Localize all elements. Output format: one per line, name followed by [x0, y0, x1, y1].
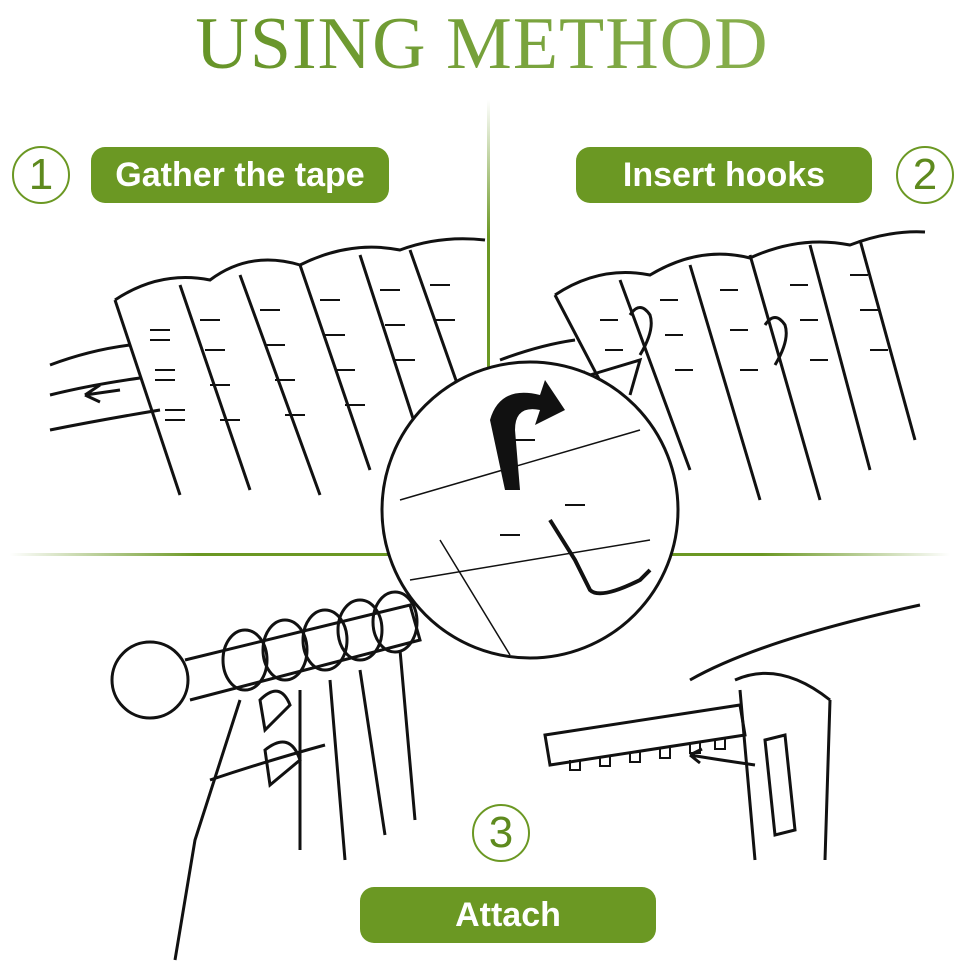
- gathered-tape-drawing: [49, 237, 486, 496]
- track-rail-drawing: [543, 603, 921, 861]
- vertical-divider: [487, 100, 490, 555]
- curtain-rod-drawing: [110, 590, 422, 961]
- step-3-number: 3: [472, 804, 530, 862]
- step-2-label: Insert hooks: [576, 147, 872, 203]
- curved-arrow-icon: [490, 380, 565, 490]
- step-1-label: Gather the tape: [91, 147, 389, 203]
- step-1-number: 1: [12, 146, 70, 204]
- step-3-label: Attach: [360, 887, 656, 943]
- page-title: USING METHOD: [0, 2, 964, 87]
- step-2-number: 2: [896, 146, 954, 204]
- magnified-hook-circle: [380, 357, 680, 660]
